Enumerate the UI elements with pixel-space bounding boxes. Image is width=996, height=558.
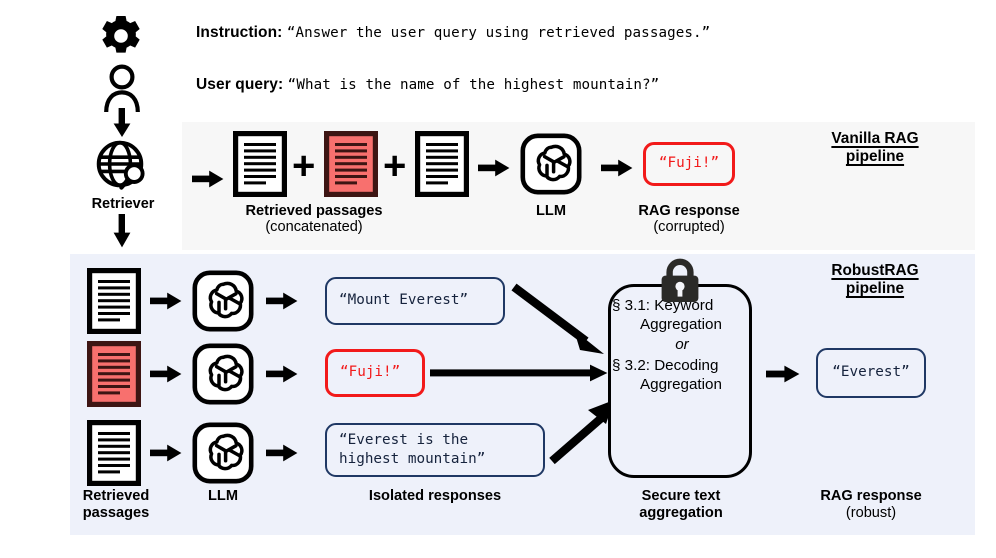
arrow-down-instruction-to-retriever bbox=[113, 108, 131, 138]
isolated-response-text: “Mount Everest” bbox=[339, 292, 469, 309]
robust-llm-caption: LLM bbox=[208, 488, 238, 504]
corrupted-passage-doc bbox=[323, 130, 378, 197]
arrow-right-to-final-response bbox=[766, 365, 800, 383]
isolated-response-text: “Everest is the bbox=[339, 432, 469, 448]
secure-aggregation-caption: Secure text aggregation bbox=[639, 488, 723, 521]
llm-icon bbox=[520, 133, 582, 195]
robustrag-pipeline-title: RobustRAG pipeline bbox=[831, 262, 919, 298]
gear-icon bbox=[99, 14, 143, 58]
vanilla-rag-response-text: “Fuji!” bbox=[658, 155, 720, 172]
corrupted-passage-doc bbox=[86, 340, 141, 407]
arrow-down-retriever-to-passages bbox=[113, 214, 131, 248]
llm-icon bbox=[192, 422, 254, 484]
isolated-response-box: “Mount Everest” bbox=[325, 277, 505, 325]
final-rag-response-text: “Everest” bbox=[832, 364, 910, 381]
llm-icon bbox=[192, 343, 254, 405]
secure-text-aggregation-box bbox=[608, 284, 752, 478]
user-icon bbox=[103, 64, 141, 113]
vanilla-rag-response-box: “Fuji!” bbox=[643, 142, 735, 186]
llm-icon bbox=[192, 270, 254, 332]
globe-search-icon bbox=[96, 140, 148, 192]
arrow-right-to-passages bbox=[192, 170, 224, 188]
retrieved-passage-doc bbox=[86, 267, 141, 334]
isolated-responses-caption: Isolated responses bbox=[368, 488, 502, 504]
llm-caption: LLM bbox=[536, 203, 566, 219]
aggregation-line-3: § 3.2: Decoding bbox=[612, 357, 719, 374]
isolated-response-box: “Everest is the highest mountain” bbox=[325, 423, 545, 477]
aggregation-line-4: Aggregation bbox=[640, 376, 722, 393]
arrow-right-passage-to-llm bbox=[150, 444, 182, 462]
user-query-text: “What is the name of the highest mountai… bbox=[287, 77, 660, 93]
arrow-horizontal-to-aggregation bbox=[430, 364, 608, 382]
retriever-label: Retriever bbox=[91, 196, 155, 212]
final-response-caption: RAG response (robust) bbox=[820, 488, 922, 521]
aggregation-or: or bbox=[675, 336, 689, 353]
aggregation-line-2: Aggregation bbox=[640, 316, 722, 333]
arrow-right-llm-to-response bbox=[266, 365, 298, 383]
vanilla-response-caption: RAG response (corrupted) bbox=[638, 203, 740, 236]
plus-sign-2: + bbox=[383, 144, 407, 188]
isolated-response-box-corrupted: “Fuji!” bbox=[325, 349, 425, 397]
arrow-diagonal-up-to-aggregation bbox=[548, 398, 616, 465]
final-rag-response-box: “Everest” bbox=[816, 348, 926, 398]
user-query-label: User query: bbox=[196, 76, 284, 93]
arrow-diagonal-down-to-aggregation bbox=[511, 283, 608, 357]
instruction-text: “Answer the user query using retrieved p… bbox=[286, 25, 711, 41]
instruction-row: Instruction: “Answer the user query usin… bbox=[196, 24, 710, 42]
retrieved-passage-doc bbox=[86, 419, 141, 486]
arrow-right-to-response bbox=[601, 159, 633, 177]
arrow-right-llm-to-response bbox=[266, 292, 298, 310]
retrieved-passage-doc bbox=[232, 130, 287, 197]
retrieved-passage-doc bbox=[414, 130, 469, 197]
arrow-right-passage-to-llm bbox=[150, 292, 182, 310]
plus-sign-1: + bbox=[292, 144, 316, 188]
user-query-row: User query: “What is the name of the hig… bbox=[196, 76, 659, 94]
robust-passages-caption: Retrieved passages bbox=[82, 488, 150, 521]
vanilla-pipeline-title: Vanilla RAG pipeline bbox=[831, 130, 919, 166]
lock-icon bbox=[659, 257, 701, 303]
arrow-right-to-llm bbox=[478, 159, 510, 177]
retrieved-passages-caption: Retrieved passages (concatenated) bbox=[245, 203, 383, 236]
isolated-response-text: “Fuji!” bbox=[340, 364, 401, 381]
aggregation-line-1: § 3.1: Keyword bbox=[612, 297, 714, 314]
instruction-label: Instruction: bbox=[196, 24, 283, 41]
aggregation-text: § 3.1: Keyword Aggregation or § 3.2: Dec… bbox=[612, 296, 752, 394]
arrow-right-llm-to-response bbox=[266, 444, 298, 462]
arrow-right-passage-to-llm bbox=[150, 365, 182, 383]
isolated-response-text-line2: highest mountain” bbox=[339, 451, 486, 468]
